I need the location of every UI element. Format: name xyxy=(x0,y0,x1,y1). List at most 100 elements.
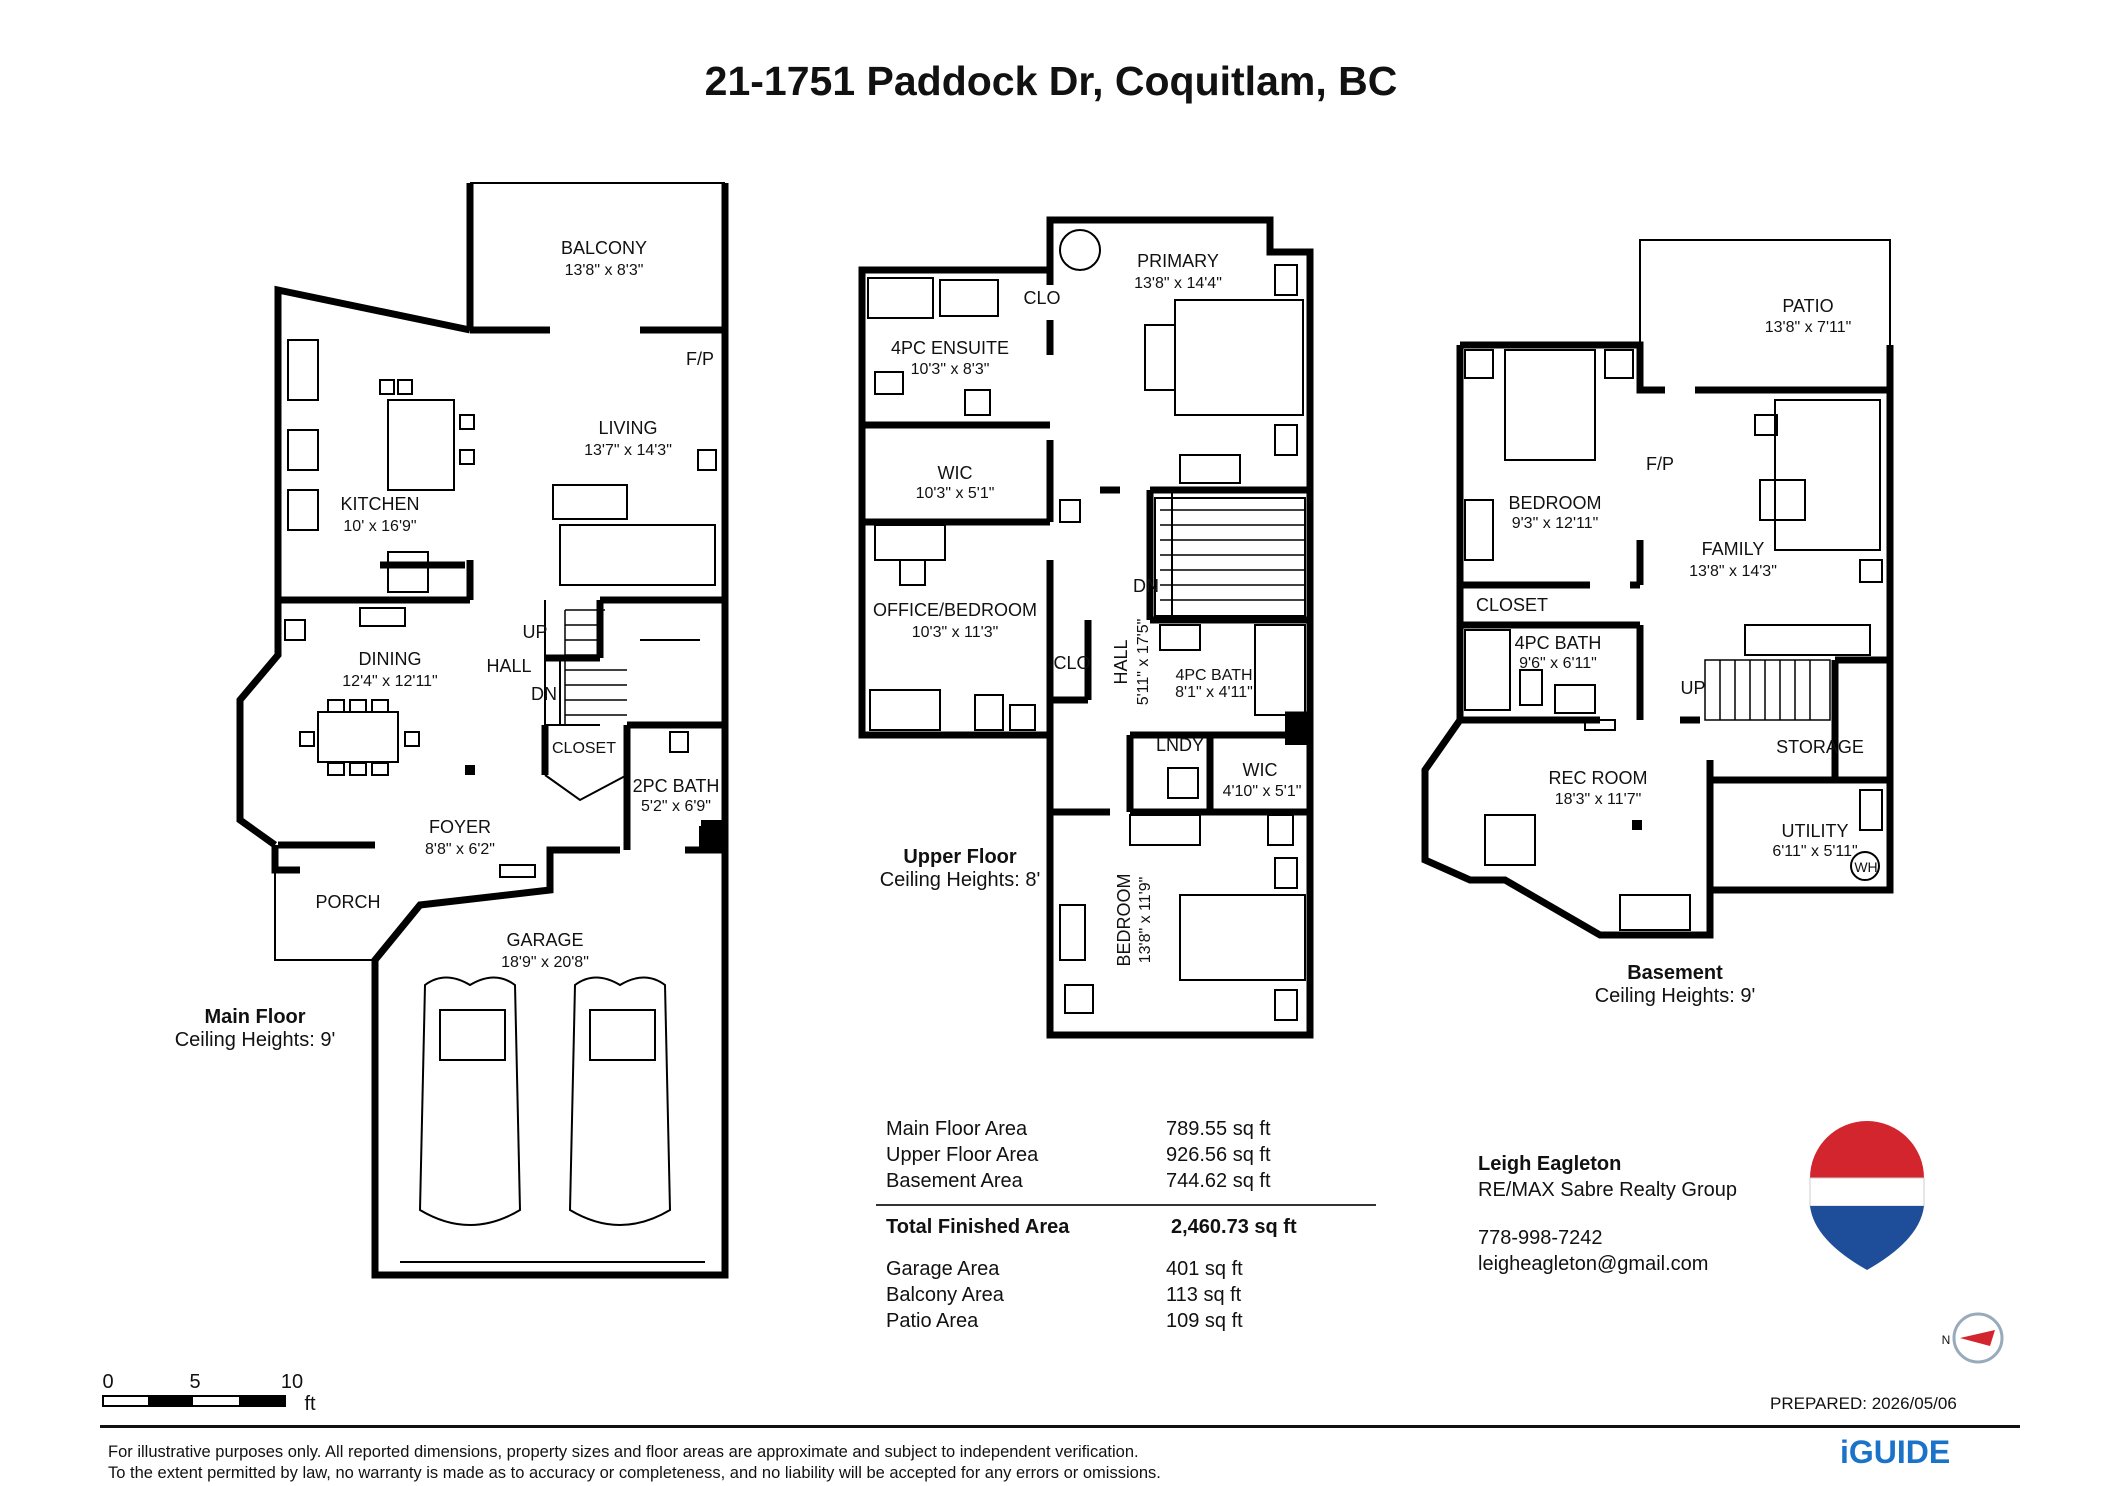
hall-main: HALL xyxy=(486,656,531,676)
main-floor-name: Main Floor xyxy=(204,1006,306,1028)
upper-floor-walls xyxy=(858,216,1314,1039)
primary-dim: 13'8" x 14'4" xyxy=(1134,275,1222,292)
area-label: Main Floor Area xyxy=(886,1118,1028,1140)
basement-thin xyxy=(1464,239,1891,931)
scale-5: 5 xyxy=(189,1371,200,1393)
page-title: 21-1751 Paddock Dr, Coquitlam, BC xyxy=(704,58,1398,104)
main-floor-label: Main Floor Ceiling Heights: 9' xyxy=(140,1006,370,1052)
main-floor-ceiling: Ceiling Heights: 9' xyxy=(174,1029,336,1051)
storage-name: STORAGE xyxy=(1776,737,1864,757)
upper-stairs xyxy=(1160,509,1305,601)
hall-up-dim: 5'11" x 17'5" xyxy=(1135,619,1152,706)
compass-icon xyxy=(1952,1312,2004,1364)
basement-ceiling: Ceiling Heights: 9' xyxy=(1594,985,1756,1007)
lndy: LNDY xyxy=(1156,735,1204,755)
remax-logo xyxy=(1809,1121,1925,1270)
area-value: 401 sq ft xyxy=(1166,1258,1243,1280)
upper-floor-label: Upper Floor Ceiling Heights: 8' xyxy=(845,846,1075,892)
patio-dim: 13'8" x 7'11" xyxy=(1765,319,1852,336)
family-name: FAMILY xyxy=(1702,539,1765,559)
dining-name: DINING xyxy=(359,649,422,669)
garage-dim: 18'9" x 20'8" xyxy=(501,954,589,971)
area-row: Patio Area 109 sq ft xyxy=(886,1308,1391,1334)
fp-bs: F/P xyxy=(1646,454,1674,474)
utility-dim: 6'11" x 5'11" xyxy=(1772,843,1857,860)
total-area-row: Total Finished Area 2,460.73 sq ft xyxy=(886,1214,1391,1240)
living-dim: 13'7" x 14'3" xyxy=(584,442,672,459)
area-label: Basement Area xyxy=(886,1170,1023,1192)
closet-bs: CLOSET xyxy=(1476,595,1548,615)
agent-company: RE/MAX Sabre Realty Group xyxy=(1478,1179,1737,1201)
fp-main: F/P xyxy=(686,349,714,369)
basement-label: Basement Ceiling Heights: 9' xyxy=(1560,962,1790,1008)
prepared-date: PREPARED: 2026/05/06 xyxy=(1770,1394,1957,1413)
bedroom-up-dim: 13'8" x 11'9" xyxy=(1137,877,1154,964)
brand-logo: iGUIDE xyxy=(1840,1434,1951,1470)
clo-up1: CLO xyxy=(1023,288,1060,308)
main-stairs xyxy=(564,609,627,725)
area-value: 926.56 sq ft xyxy=(1166,1144,1271,1166)
area-label: Patio Area xyxy=(886,1310,979,1332)
scale-10: 10 xyxy=(281,1371,303,1393)
main-floor-thin xyxy=(274,182,725,961)
hall-up-name: HALL xyxy=(1111,639,1131,684)
dn-up: DN xyxy=(1133,576,1159,596)
ensuite-dim: 10'3" x 8'3" xyxy=(911,361,990,378)
bath2pc-dim: 5'2" x 6'9" xyxy=(641,798,711,815)
area-row: Garage Area 401 sq ft xyxy=(886,1256,1391,1282)
bedroom-bs-name: BEDROOM xyxy=(1508,493,1601,513)
agent-phone[interactable]: 778-998-7242 xyxy=(1478,1227,1603,1249)
wic-up1-dim: 10'3" x 5'1" xyxy=(916,485,995,502)
bath4pc-bs-dim: 9'6" x 6'11" xyxy=(1519,655,1597,672)
basement-name: Basement xyxy=(1627,962,1723,984)
agent-email[interactable]: leigheagleton@gmail.com xyxy=(1478,1253,1709,1275)
primary-name: PRIMARY xyxy=(1137,251,1219,271)
basement-walls xyxy=(1421,341,1894,939)
disclaimer-line: To the extent permitted by law, no warra… xyxy=(108,1464,1161,1482)
garage-name: GARAGE xyxy=(506,930,583,950)
area-value: 113 sq ft xyxy=(1166,1284,1242,1306)
disclaimer: For illustrative purposes only. All repo… xyxy=(108,1442,1161,1484)
area-label: Garage Area xyxy=(886,1258,1000,1280)
foyer-name: FOYER xyxy=(429,817,491,837)
office-dim: 10'3" x 11'3" xyxy=(912,624,999,641)
upper-floor-name: Upper Floor xyxy=(903,846,1017,868)
up-main: UP xyxy=(522,622,547,642)
kitchen-dim: 10' x 16'9" xyxy=(343,518,416,535)
rec-name: REC ROOM xyxy=(1549,768,1648,788)
footer-divider xyxy=(100,1425,2020,1428)
bath4pc-up-name: 4PC BATH xyxy=(1175,667,1252,684)
bedroom-up-name: BEDROOM xyxy=(1114,873,1134,966)
kitchen-name: KITCHEN xyxy=(340,494,419,514)
agent-name: Leigh Eagleton xyxy=(1478,1153,1622,1175)
clo-up2: CLO xyxy=(1053,653,1090,673)
agent-contact: Leigh Eagleton RE/MAX Sabre Realty Group… xyxy=(1478,1151,1737,1277)
area-divider xyxy=(876,1204,1376,1206)
utility-name: UTILITY xyxy=(1781,821,1848,841)
main-floor-walls xyxy=(236,183,729,1279)
area-value: 744.62 sq ft xyxy=(1166,1170,1271,1192)
area-value: 109 sq ft xyxy=(1166,1310,1243,1332)
total-area-value: 2,460.73 sq ft xyxy=(1171,1216,1297,1238)
total-area-label: Total Finished Area xyxy=(886,1216,1070,1238)
patio-name: PATIO xyxy=(1782,296,1833,316)
wic-up1-name: WIC xyxy=(938,463,973,483)
disclaimer-line: For illustrative purposes only. All repo… xyxy=(108,1443,1139,1461)
bath4pc-up-dim: 8'1" x 4'11" xyxy=(1175,684,1253,701)
area-row: Balcony Area 113 sq ft xyxy=(886,1282,1391,1308)
cars xyxy=(400,976,705,1263)
balcony-dim: 13'8" x 8'3" xyxy=(565,262,644,279)
dining-dim: 12'4" x 12'11" xyxy=(342,673,437,690)
wic-up2-dim: 4'10" x 5'1" xyxy=(1223,783,1302,800)
upper-thin xyxy=(867,229,1306,1021)
porch-name: PORCH xyxy=(315,892,380,912)
bath4pc-bs-name: 4PC BATH xyxy=(1515,633,1602,653)
rec-dim: 18'3" x 11'7" xyxy=(1555,791,1642,808)
area-label: Balcony Area xyxy=(886,1284,1004,1306)
compass-n: N xyxy=(1942,1333,1951,1347)
bedroom-bs-dim: 9'3" x 12'11" xyxy=(1512,515,1599,532)
